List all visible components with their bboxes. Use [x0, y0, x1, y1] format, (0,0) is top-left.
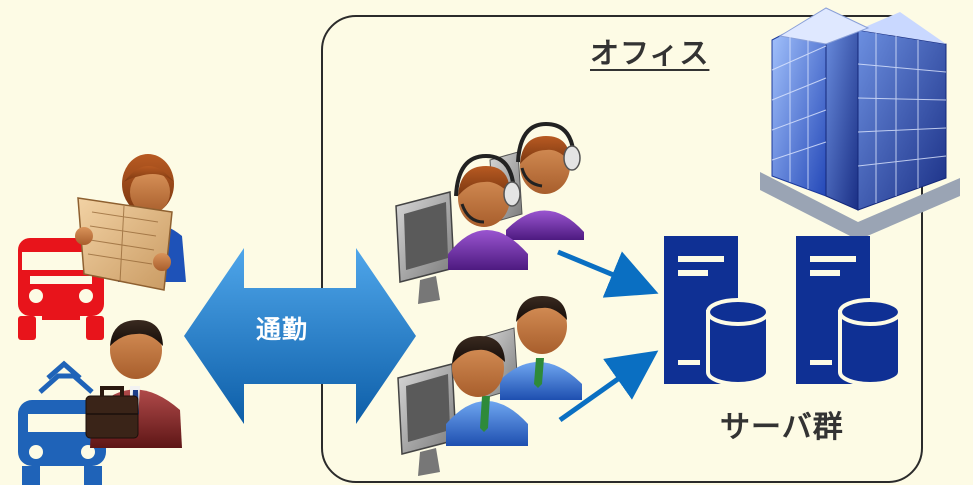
train-icon: [18, 360, 106, 485]
office-building-icon: [760, 7, 960, 240]
commute-label: 通勤: [256, 315, 309, 344]
office-frame: [321, 15, 923, 483]
database-icon: [838, 298, 902, 386]
office-title: オフィス: [590, 36, 710, 70]
commute-double-arrow: [184, 248, 416, 424]
headset-operator-icon: [395, 153, 528, 304]
server-group-label: サーバ群: [720, 410, 844, 445]
flow-arrow-operators-to-servers: [557, 249, 659, 298]
office-worker-icon: [397, 336, 528, 476]
flow-arrow-workers-to-servers: [558, 350, 659, 423]
businessman-icon: [85, 320, 182, 448]
newspaper-reader-icon: [75, 154, 186, 291]
database-icon: [706, 298, 770, 386]
